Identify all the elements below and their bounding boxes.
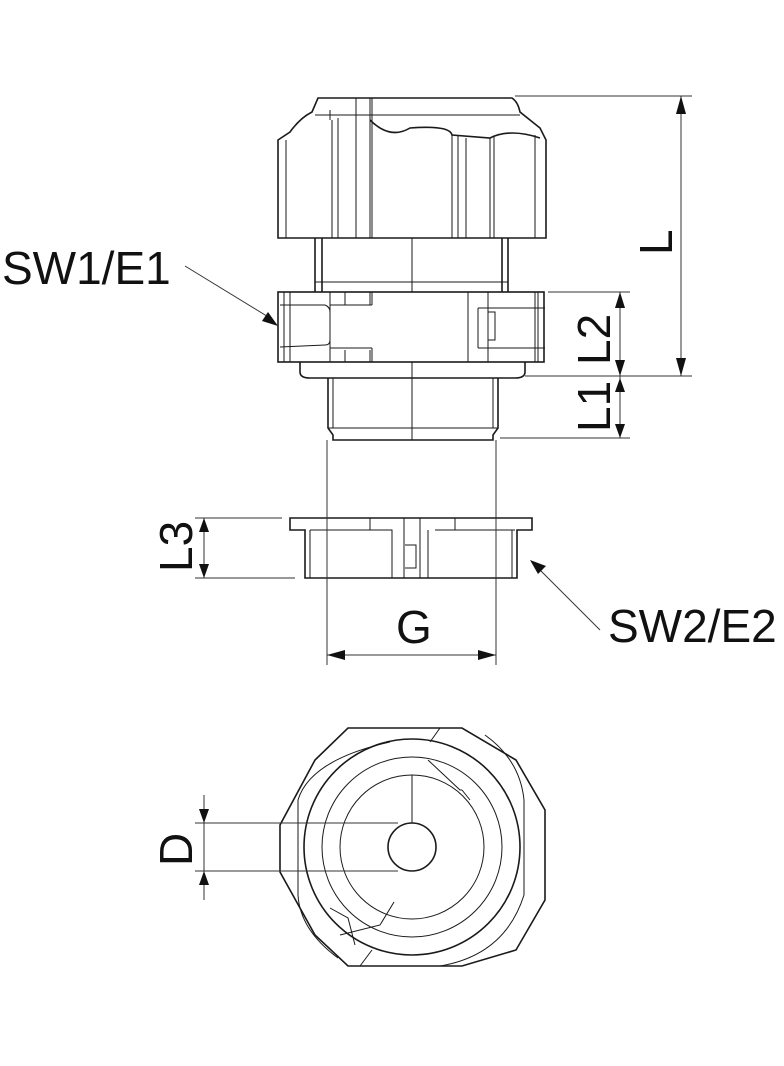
- side-view-locknut: [289, 517, 533, 579]
- label-sw2-e2: SW2/E2: [608, 600, 777, 652]
- label-d: D: [150, 833, 202, 866]
- dimension-lines: [184, 95, 692, 900]
- label-l: L: [630, 229, 682, 255]
- side-view-assembled: [277, 97, 547, 441]
- label-l3: L3: [150, 521, 202, 572]
- label-g: G: [396, 601, 432, 653]
- label-l2: L2: [568, 314, 620, 365]
- top-view: [279, 727, 546, 967]
- label-sw1-e1: SW1/E1: [2, 242, 171, 294]
- label-l1: L1: [568, 381, 620, 432]
